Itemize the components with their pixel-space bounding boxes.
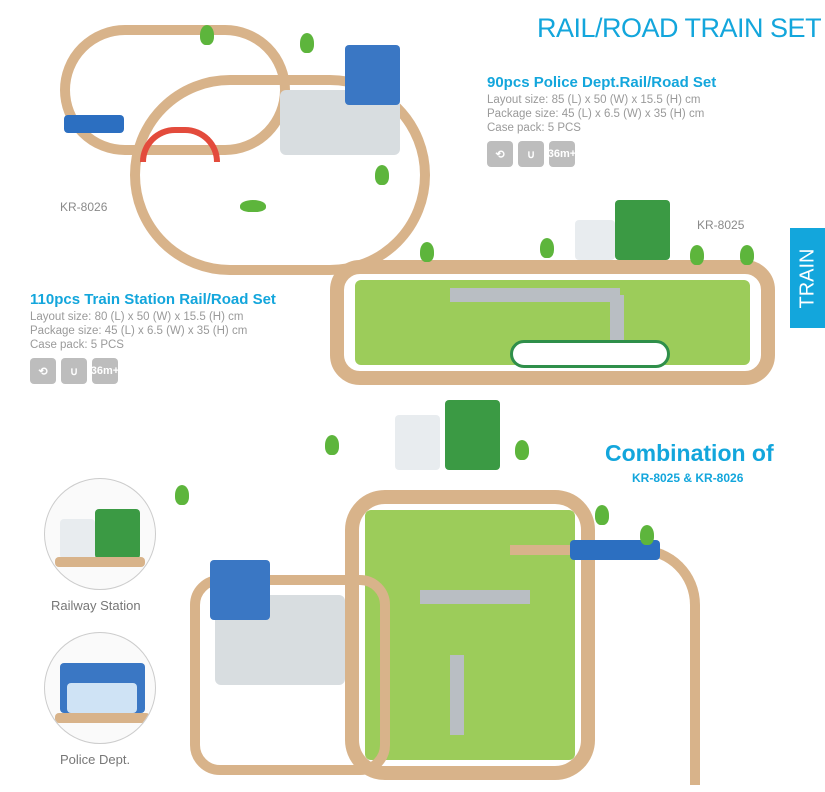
- reversible-track-icon: ⟲: [30, 358, 56, 384]
- detail-police-dept-image: [44, 632, 156, 744]
- age-36m-icon: 36m+: [91, 358, 119, 384]
- detail-railway-station-image: [44, 478, 156, 590]
- layout-size: Layout size: 80 (L) x 50 (W) x 15.5 (H) …: [30, 311, 244, 323]
- layout-size: Layout size: 85 (L) x 50 (W) x 15.5 (H) …: [487, 94, 701, 106]
- product-name: 90pcs Police Dept.Rail/Road Set: [487, 74, 717, 91]
- case-pack: Case pack: 5 PCS: [30, 339, 124, 351]
- product-image-police-set: [50, 5, 440, 285]
- page-title: RAIL/ROAD TRAIN SET: [537, 13, 822, 43]
- reversible-track-icon: ⟲: [487, 141, 513, 167]
- side-tab-train: TRAIN: [790, 228, 825, 328]
- product-image-station-set: [330, 200, 775, 390]
- product-code: KR-8026: [60, 200, 108, 214]
- magnet-icon: ∪: [61, 358, 87, 384]
- package-size: Package size: 45 (L) x 6.5 (W) x 35 (H) …: [30, 325, 248, 337]
- detail-label: Railway Station: [51, 598, 141, 613]
- combination-title: Combination of: [605, 440, 774, 466]
- package-size: Package size: 45 (L) x 6.5 (W) x 35 (H) …: [487, 108, 705, 120]
- case-pack: Case pack: 5 PCS: [487, 122, 581, 134]
- detail-label: Police Dept.: [60, 752, 131, 767]
- product-spec-kr8025: 90pcs Police Dept.Rail/Road Set Layout s…: [487, 74, 716, 167]
- product-code: KR-8025: [697, 218, 745, 232]
- product-name: 110pcs Train Station Rail/Road Set: [30, 291, 276, 308]
- product-image-combination: [170, 395, 700, 790]
- combination-subtitle: KR-8025 & KR-8026: [632, 471, 744, 485]
- magnet-icon: ∪: [518, 141, 544, 167]
- product-spec-kr8026: 110pcs Train Station Rail/Road Set Layou…: [30, 291, 276, 384]
- age-36m-icon: 36m+: [548, 141, 576, 167]
